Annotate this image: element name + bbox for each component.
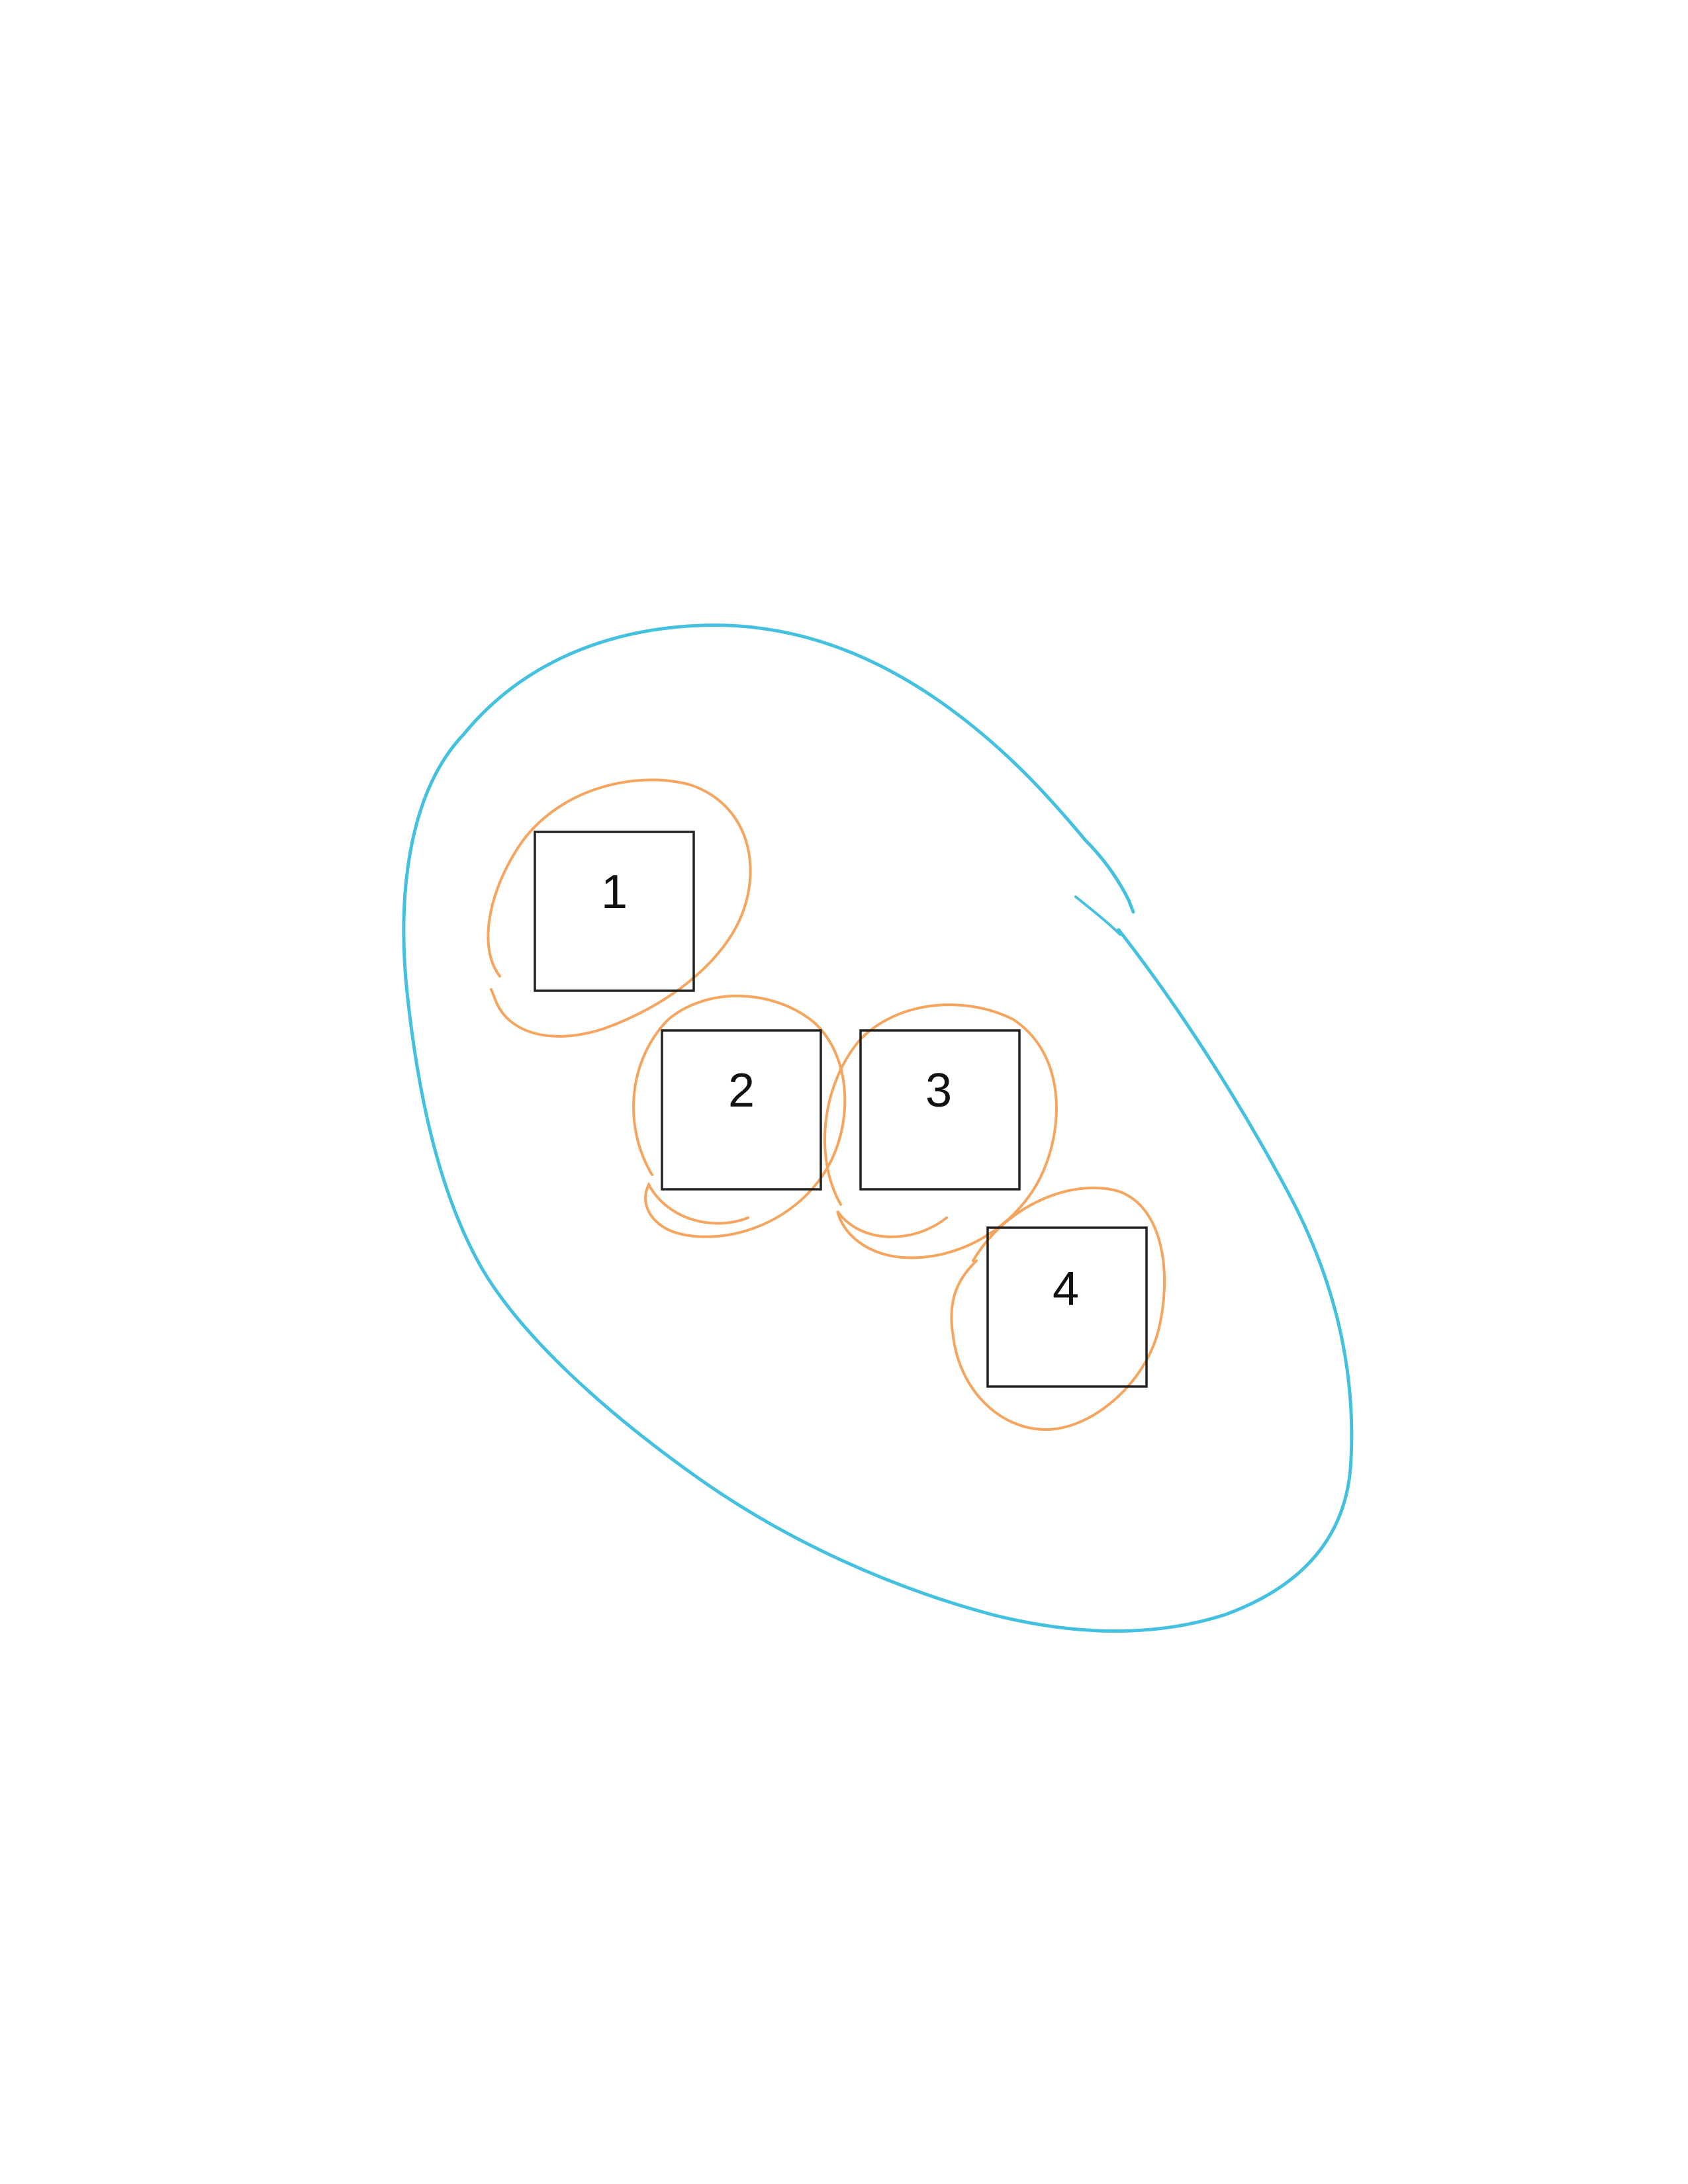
box-1-label: 1 [601, 866, 628, 919]
orange-loop-4 [950, 1186, 1166, 1432]
box-4-label: 4 [1053, 1263, 1079, 1316]
box-3-label: 3 [925, 1064, 952, 1117]
box-2: 2 [661, 1029, 822, 1191]
box-2-square [661, 1029, 822, 1191]
outer-blue-loop-tail [1074, 895, 1121, 936]
box-2-label: 2 [728, 1064, 755, 1117]
box-3-square [859, 1029, 1021, 1191]
orange-loop-1 [487, 778, 752, 1038]
box-4: 4 [986, 1226, 1148, 1388]
box-4-square [986, 1226, 1148, 1388]
box-3: 3 [859, 1029, 1021, 1191]
outer-blue-loop [402, 623, 1354, 1633]
box-1-square [534, 831, 695, 992]
box-1: 1 [534, 831, 695, 992]
orange-loop-2 [632, 994, 847, 1238]
